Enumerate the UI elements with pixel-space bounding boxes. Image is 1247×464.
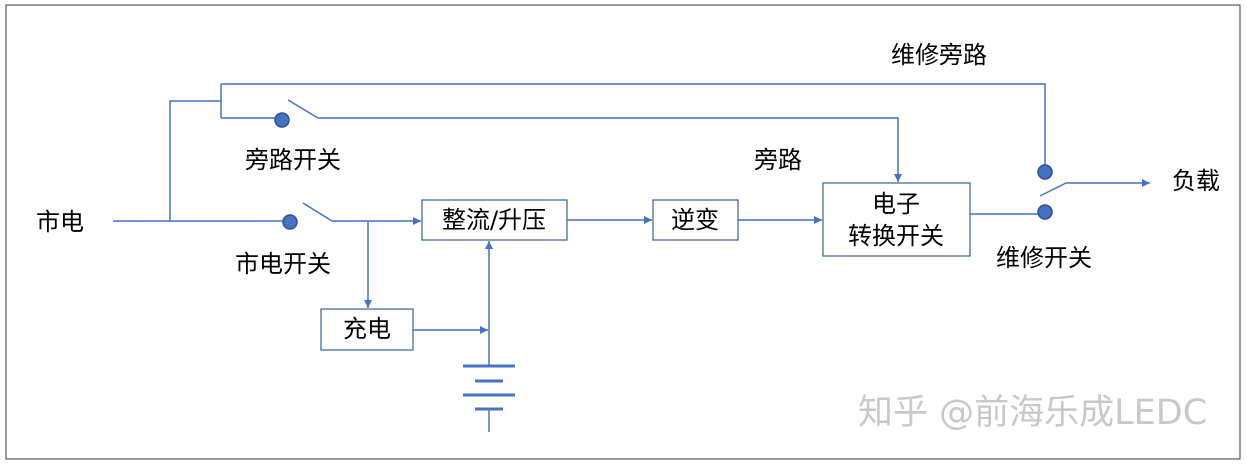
rectifier-block: 整流/升压 [421,199,568,241]
watermark: 知乎 @前海乐成LEDC [858,393,1207,433]
inverter-label: 逆变 [671,206,719,234]
charger-block: 充电 [320,308,414,351]
battery-symbol [463,364,515,411]
inverter-block: 逆变 [652,199,739,241]
mains-label: 市电 [36,208,84,236]
maintenance-switch-contact-bottom [1037,204,1053,220]
transfer-switch-label-line2: 转换开关 [848,222,944,250]
charger-box [320,308,414,351]
inverter-box [652,199,739,241]
rectifier-box [421,199,568,241]
diagram-frame [5,4,1241,460]
transfer-switch-label-line1: 电子 [872,190,920,218]
rectifier-label: 整流/升压 [442,206,546,234]
mains-switch-contact [282,214,298,230]
maintenance-bypass-label: 维修旁路 [891,41,987,69]
transfer-switch-box [822,182,971,257]
bypass-switch-blade [287,99,319,119]
bypass-to-transfer-switch-line [318,117,902,182]
bypass-label: 旁路 [754,146,802,174]
mains-branch-up-line [169,100,221,221]
charger-label: 充电 [343,315,391,343]
load-label: 负载 [1172,167,1220,195]
transfer-switch-block: 电子 转换开关 [822,182,971,257]
bypass-switch-contact [274,112,290,128]
mains-switch-blade [302,202,333,222]
maintenance-switch-label: 维修开关 [996,244,1092,272]
maintenance-switch-blade [1039,182,1067,197]
maintenance-switch-contact-top [1037,164,1053,180]
mains-switch-label: 市电开关 [235,250,331,278]
maintenance-bypass-line [221,83,1046,165]
bypass-switch-label: 旁路开关 [245,146,341,174]
